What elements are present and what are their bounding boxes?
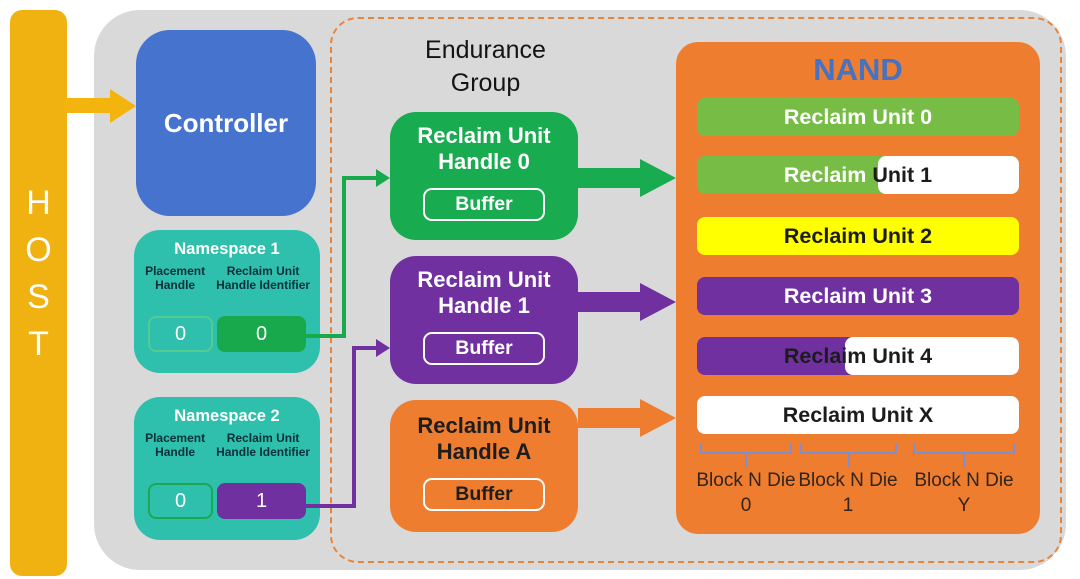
reclaim-unit-handle-identifier-header: Reclaim Unit Handle Identifier xyxy=(216,264,311,293)
namespace-headers: Placement Handle Reclaim Unit Handle Ide… xyxy=(134,264,320,293)
block-bracket xyxy=(745,453,747,468)
reclaim-unit-handle-identifier-value: 1 xyxy=(217,483,306,519)
reclaim-unit-handle-a-box: Reclaim Unit Handle A Buffer xyxy=(390,400,578,532)
controller-box: Controller xyxy=(136,30,316,216)
ns2-to-ruh1-connector xyxy=(300,504,356,508)
reclaim-unit-1-row: Reclaim Unit 1 xyxy=(697,156,1019,194)
host-bar: H O S T xyxy=(10,10,67,576)
endurance-group-title: Endurance Group xyxy=(425,36,546,97)
block-bracket xyxy=(895,444,897,453)
unwritten-space xyxy=(878,156,1019,194)
namespace-title: Namespace 1 xyxy=(174,240,280,258)
ns2-to-ruh1-connector xyxy=(352,346,376,350)
reclaim-unit-label: Reclaim Unit 0 xyxy=(783,104,933,129)
reclaim-unit-label: Reclaim Unit 4 xyxy=(783,343,933,368)
block-die-label: Block N Die 0 xyxy=(696,470,796,516)
ns1-to-ruh0-arrowhead-icon xyxy=(376,169,390,187)
unwritten-space xyxy=(845,337,1019,375)
ruh0-to-nand-arrow xyxy=(578,168,640,188)
nand-box: NAND Reclaim Unit 0 Reclaim Unit 1 Recla… xyxy=(676,42,1040,534)
endurance-group-border xyxy=(330,17,1062,563)
namespace-2-card: Namespace 2 Placement Handle Reclaim Uni… xyxy=(134,397,320,540)
block-bracket xyxy=(848,453,850,468)
buffer-box: Buffer xyxy=(423,477,545,511)
placement-handle-value: 0 xyxy=(148,316,213,352)
host-to-controller-arrow xyxy=(64,98,110,113)
reclaim-unit-label: Reclaim Unit 2 xyxy=(783,223,933,248)
block-bracket xyxy=(700,444,702,453)
ruh1-to-nand-arrow xyxy=(578,292,640,312)
reclaim-unit-handle-1-box: Reclaim Unit Handle 1 Buffer xyxy=(390,256,578,384)
block-die-label: Block N Die Y xyxy=(914,470,1014,516)
block-bracket xyxy=(913,444,915,453)
ruh0-to-nand-arrowhead-icon xyxy=(640,159,676,197)
block-bracket xyxy=(963,453,965,468)
block-bracket xyxy=(1013,444,1015,453)
reclaim-unit-label: Reclaim Unit X xyxy=(782,402,934,427)
block-bracket xyxy=(800,444,802,453)
ns2-to-ruh1-arrowhead-icon xyxy=(376,339,390,357)
reclaim-unit-2-row: Reclaim Unit 2 xyxy=(697,217,1019,255)
reclaim-unit-handle-0-box: Reclaim Unit Handle 0 Buffer xyxy=(390,112,578,240)
host-to-controller-arrowhead-icon xyxy=(110,89,136,123)
reclaim-unit-4-row: Reclaim Unit 4 xyxy=(697,337,1019,375)
buffer-box: Buffer xyxy=(423,331,545,365)
reclaim-unit-0-row: Reclaim Unit 0 xyxy=(697,98,1019,136)
block-die-label: Block N Die 1 xyxy=(798,470,898,516)
ns1-to-ruh0-connector xyxy=(300,334,346,338)
host-letter: T xyxy=(28,325,49,363)
ruh1-to-nand-arrowhead-icon xyxy=(640,283,676,321)
reclaim-unit-x-row: Reclaim Unit X xyxy=(697,396,1019,434)
host-letter: H xyxy=(26,184,51,222)
namespace-1-card: Namespace 1 Placement Handle Reclaim Uni… xyxy=(134,230,320,373)
placement-handle-header: Placement Handle xyxy=(145,431,206,460)
block-bracket xyxy=(790,444,792,453)
namespace-headers: Placement Handle Reclaim Unit Handle Ide… xyxy=(134,431,320,460)
reclaim-unit-label: Reclaim Unit 3 xyxy=(783,283,933,308)
reclaim-unit-handle-title: Reclaim Unit Handle A xyxy=(417,413,551,464)
reclaim-unit-handle-identifier-header: Reclaim Unit Handle Identifier xyxy=(216,431,311,460)
placement-handle-value: 0 xyxy=(148,483,213,519)
nand-title: NAND xyxy=(813,52,903,87)
reclaim-unit-handle-title: Reclaim Unit Handle 1 xyxy=(417,267,551,318)
ruha-to-nand-arrow xyxy=(578,408,640,428)
reclaim-unit-label: Reclaim Unit 1 xyxy=(783,162,933,187)
reclaim-unit-handle-title: Reclaim Unit Handle 0 xyxy=(417,123,551,174)
ruha-to-nand-arrowhead-icon xyxy=(640,399,676,437)
reclaim-unit-handle-identifier-value: 0 xyxy=(217,316,306,352)
host-letter: O xyxy=(25,231,52,269)
namespace-title: Namespace 2 xyxy=(174,407,280,425)
ns1-to-ruh0-connector xyxy=(342,176,346,338)
placement-handle-header: Placement Handle xyxy=(145,264,206,293)
ns1-to-ruh0-connector xyxy=(342,176,376,180)
reclaim-unit-3-row: Reclaim Unit 3 xyxy=(697,277,1019,315)
host-letter: S xyxy=(27,278,50,316)
ns2-to-ruh1-connector xyxy=(352,346,356,508)
buffer-box: Buffer xyxy=(423,187,545,221)
